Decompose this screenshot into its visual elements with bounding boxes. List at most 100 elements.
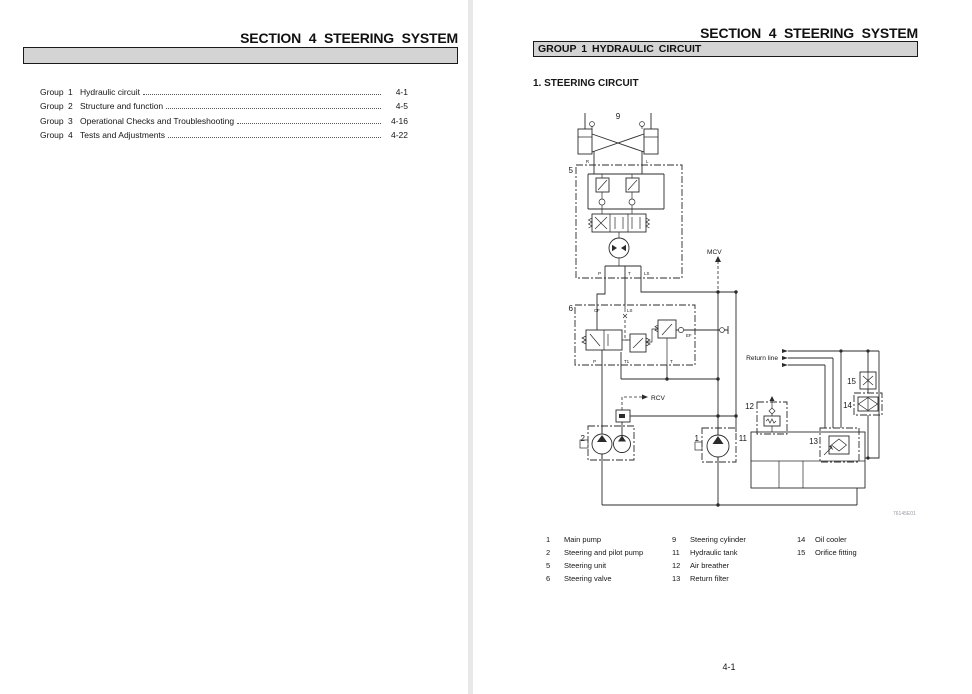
- toc-group-num: 2: [68, 101, 73, 112]
- toc-page-ref: 4-16: [390, 115, 408, 126]
- port-unit-p: P: [598, 271, 601, 276]
- toc-group-word: Group: [40, 130, 64, 141]
- toc-page-ref: 4-1: [395, 86, 408, 97]
- toc-page-ref: 4-22: [390, 130, 408, 141]
- toc-dotted-leader: [237, 122, 381, 124]
- legend-item: 11 Hydraulic tank: [672, 548, 746, 561]
- legend-item: 13 Return filter: [672, 574, 746, 587]
- steering-pilot-pump-symbol: 2: [579, 409, 635, 461]
- port-valve-p: P: [593, 359, 596, 364]
- legend-item: 2 Steering and pilot pump: [546, 548, 643, 561]
- port-unit-r: R: [586, 159, 589, 164]
- legend-num: 15: [797, 548, 806, 557]
- legend-num: 12: [672, 561, 681, 570]
- return-filter-symbol: 13: [809, 427, 860, 463]
- legend-num: 1: [546, 535, 551, 544]
- legend-item: 9 Steering cylinder: [672, 535, 746, 548]
- return-line-group: Return line: [746, 349, 880, 460]
- table-of-contents: Group 1 Hydraulic circuit 4-1 Group 2 St…: [40, 82, 408, 141]
- toc-row-group4: Group 4 Tests and Adjustments 4-22: [40, 126, 408, 141]
- circuit-lines: [596, 278, 858, 507]
- legend-label: Steering cylinder: [690, 535, 746, 544]
- air-breather-symbol: 12: [745, 396, 788, 435]
- legend-num: 2: [546, 548, 551, 557]
- toc-row-group2: Group 2 Structure and function 4-5: [40, 97, 408, 112]
- oil-cooler-symbol: 14: [843, 392, 883, 416]
- toc-group-num: 4: [68, 130, 73, 141]
- toc-dotted-leader: [143, 93, 381, 95]
- callout-1: 1: [695, 434, 700, 443]
- hydraulic-tank-symbol: 11: [739, 431, 866, 489]
- port-valve-t1: T1: [624, 359, 630, 364]
- page-number: 4-1: [722, 662, 736, 672]
- legend-num: 6: [546, 574, 551, 583]
- steering-valve-symbol: 6 CF LS P T1 T EF: [569, 304, 696, 366]
- page-divider: [468, 0, 473, 694]
- legend-item: 1 Main pump: [546, 535, 643, 548]
- section-title-right: SECTION 4 STEERING SYSTEM: [700, 25, 918, 41]
- callout-13: 13: [809, 437, 818, 446]
- legend-label: Steering unit: [564, 561, 607, 570]
- callout-6: 6: [569, 304, 574, 313]
- legend-item: 15 Orifice fitting: [797, 548, 857, 561]
- group-bar-empty: [23, 47, 458, 64]
- orifice-fitting-symbol: 15: [847, 371, 877, 390]
- legend-label: Steering and pilot pump: [564, 548, 644, 557]
- mcv-label: MCV: [707, 249, 722, 256]
- legend-column-2: 9 Steering cylinder 11 Hydraulic tank 12 Ai…: [672, 535, 746, 587]
- legend-label: Air breather: [690, 561, 730, 570]
- port-valve-ls: LS: [627, 308, 632, 313]
- legend-label: Orifice fitting: [815, 548, 857, 557]
- toc-group-word: Group: [40, 86, 64, 97]
- port-unit-ls: LS: [644, 271, 649, 276]
- callout-2: 2: [581, 434, 586, 443]
- legend-item: 6 Steering valve: [546, 574, 643, 587]
- toc-row-group3: Group 3 Operational Checks and Troublesh…: [40, 111, 408, 126]
- hydraulic-circuit-diagram: 9 R L 5: [569, 112, 883, 507]
- figure-code: 76145E01: [893, 511, 916, 517]
- mcv-branch: MCV: [707, 249, 722, 292]
- toc-page-ref: 4-5: [395, 101, 408, 112]
- section-title-left: SECTION 4 STEERING SYSTEM: [240, 30, 458, 46]
- port-valve-ef: EF: [686, 333, 692, 338]
- legend-num: 11: [672, 548, 680, 557]
- callout-15: 15: [847, 377, 856, 386]
- toc-row-group1: Group 1 Hydraulic circuit 4-1: [40, 82, 408, 97]
- callout-11: 11: [739, 434, 748, 443]
- port-valve-t: T: [670, 359, 673, 364]
- page-left-toc: SECTION 4 STEERING SYSTEM Group 1 Hydrau…: [0, 0, 468, 694]
- legend-label: Steering valve: [564, 574, 612, 583]
- toc-title: Structure and function: [80, 101, 164, 112]
- ef-test-port: [695, 326, 729, 334]
- port-unit-t: T: [628, 271, 631, 276]
- legend-num: 9: [672, 535, 677, 544]
- port-unit-l: L: [646, 159, 649, 164]
- steering-unit-symbol: 5 P T LS: [569, 164, 683, 279]
- legend-num: 5: [546, 561, 551, 570]
- steering-circuit-heading: 1. STEERING CIRCUIT: [533, 78, 639, 89]
- group-bar-title: GROUP 1 HYDRAULIC CIRCUIT: [533, 41, 918, 57]
- legend-label: Oil cooler: [815, 535, 847, 544]
- toc-title: Operational Checks and Troubleshooting: [80, 115, 235, 126]
- callout-12: 12: [745, 402, 754, 411]
- toc-group-num: 3: [68, 115, 73, 126]
- steering-cylinder-symbol: 9 R L: [577, 112, 659, 165]
- main-pump-symbol: 1: [695, 427, 737, 463]
- rcv-label: RCV: [651, 395, 666, 402]
- page-right-circuit: SECTION 4 STEERING SYSTEM GROUP 1 HYDRAU…: [486, 0, 972, 694]
- legend-label: Main pump: [564, 535, 602, 544]
- callout-9: 9: [616, 112, 621, 121]
- callout-14: 14: [843, 401, 852, 410]
- legend-label: Hydraulic tank: [690, 548, 738, 557]
- legend-label: Return filter: [690, 574, 729, 583]
- toc-group-num: 1: [68, 86, 73, 97]
- toc-dotted-leader: [166, 108, 381, 110]
- toc-title: Hydraulic circuit: [80, 86, 140, 97]
- toc-group-word: Group: [40, 101, 64, 112]
- return-line-label: Return line: [746, 355, 778, 362]
- toc-title: Tests and Adjustments: [80, 130, 166, 141]
- toc-group-word: Group: [40, 115, 64, 126]
- legend-num: 13: [672, 574, 681, 583]
